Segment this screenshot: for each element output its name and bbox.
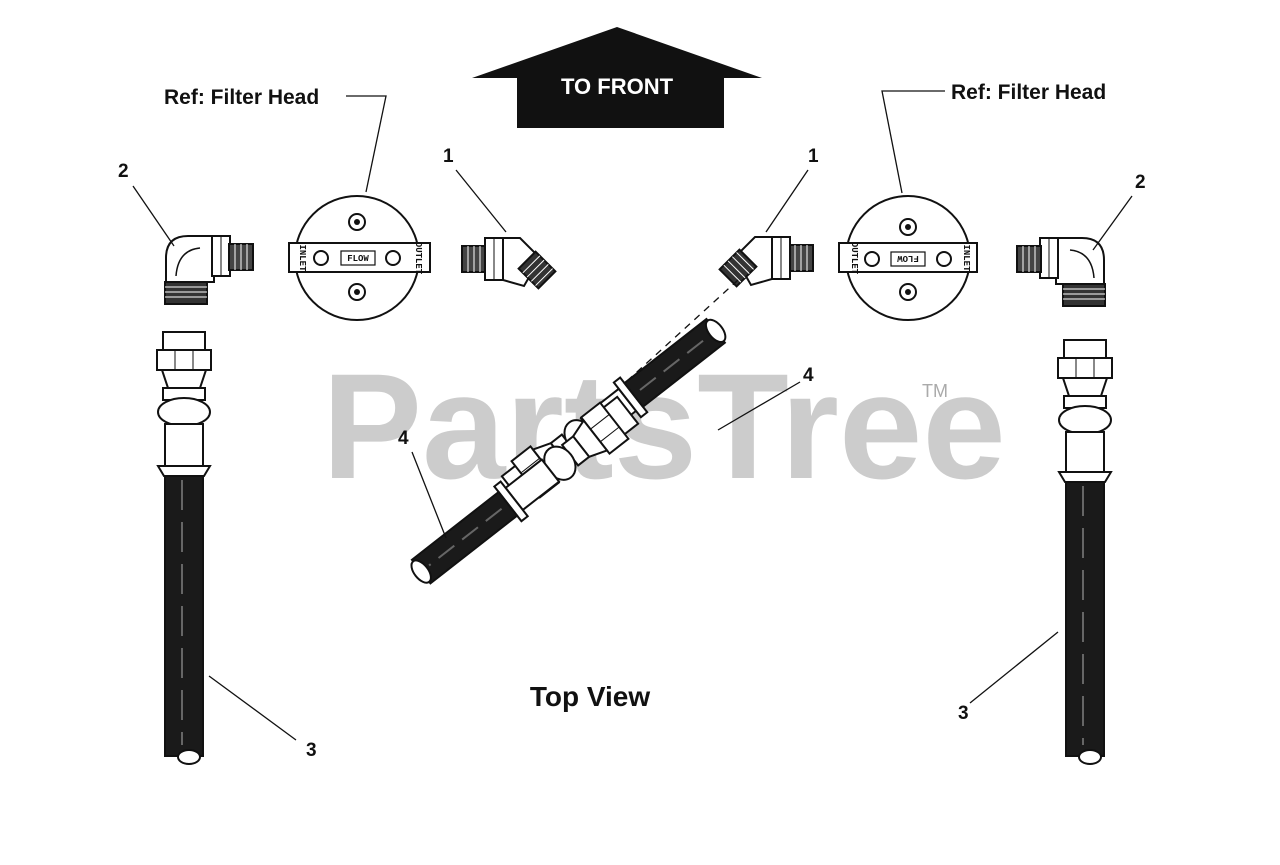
part-number-3-right: 3: [958, 703, 969, 724]
filter-head-right-flow-stamp: FLOW: [897, 253, 919, 263]
part-3-right-leader: [969, 631, 1059, 704]
part-1-left-leader: [455, 169, 507, 233]
part-number-2-right: 2: [1135, 172, 1146, 193]
hose-right: [1057, 339, 1113, 765]
elbow-45-left: [461, 237, 557, 290]
filter-head-left: FLOW INLET OUTLET: [288, 195, 431, 321]
ref-right-leader: [881, 90, 945, 194]
filter-head-right: FLOW OUTLET INLET: [838, 195, 978, 321]
filter-head-right-inlet-stamp: INLET: [961, 244, 971, 272]
filter-head-right-outlet-stamp: OUTLET: [849, 242, 859, 275]
part-3-left-leader: [208, 675, 297, 741]
part-number-4-upper: 4: [803, 365, 814, 386]
elbow-90-left: [164, 235, 254, 305]
view-title: Top View: [530, 681, 651, 712]
part-2-right-leader: [1092, 195, 1133, 251]
part-number-2-left: 2: [118, 161, 129, 182]
part-number-1-left: 1: [443, 146, 454, 167]
part-number-1-right: 1: [808, 146, 819, 167]
part-4-upper-leader: [717, 381, 801, 431]
part-1-right-leader: [765, 169, 809, 233]
elbow-90-right: [1016, 237, 1106, 307]
elbow-45-right: [718, 236, 814, 288]
to-front-arrow: TO FRONT: [472, 27, 762, 128]
part-number-3-left: 3: [306, 740, 317, 761]
part-4-lower-leader: [411, 451, 447, 539]
part-2-left-leader: [132, 185, 175, 247]
hose-left: [156, 331, 212, 765]
filter-head-left-flow-stamp: FLOW: [347, 254, 369, 264]
ref-left-leader: [346, 95, 387, 193]
part-number-4-lower: 4: [398, 428, 409, 449]
filter-head-left-outlet-stamp: OUTLET: [413, 242, 423, 275]
hose-center-lower: [410, 395, 640, 585]
filter-head-left-inlet-stamp: INLET: [297, 244, 307, 272]
to-front-label: TO FRONT: [561, 74, 674, 99]
ref-filter-head-right-label: Ref: Filter Head: [951, 81, 1106, 104]
watermark-trademark: TM: [922, 381, 948, 401]
ref-filter-head-left-label: Ref: Filter Head: [164, 86, 319, 109]
